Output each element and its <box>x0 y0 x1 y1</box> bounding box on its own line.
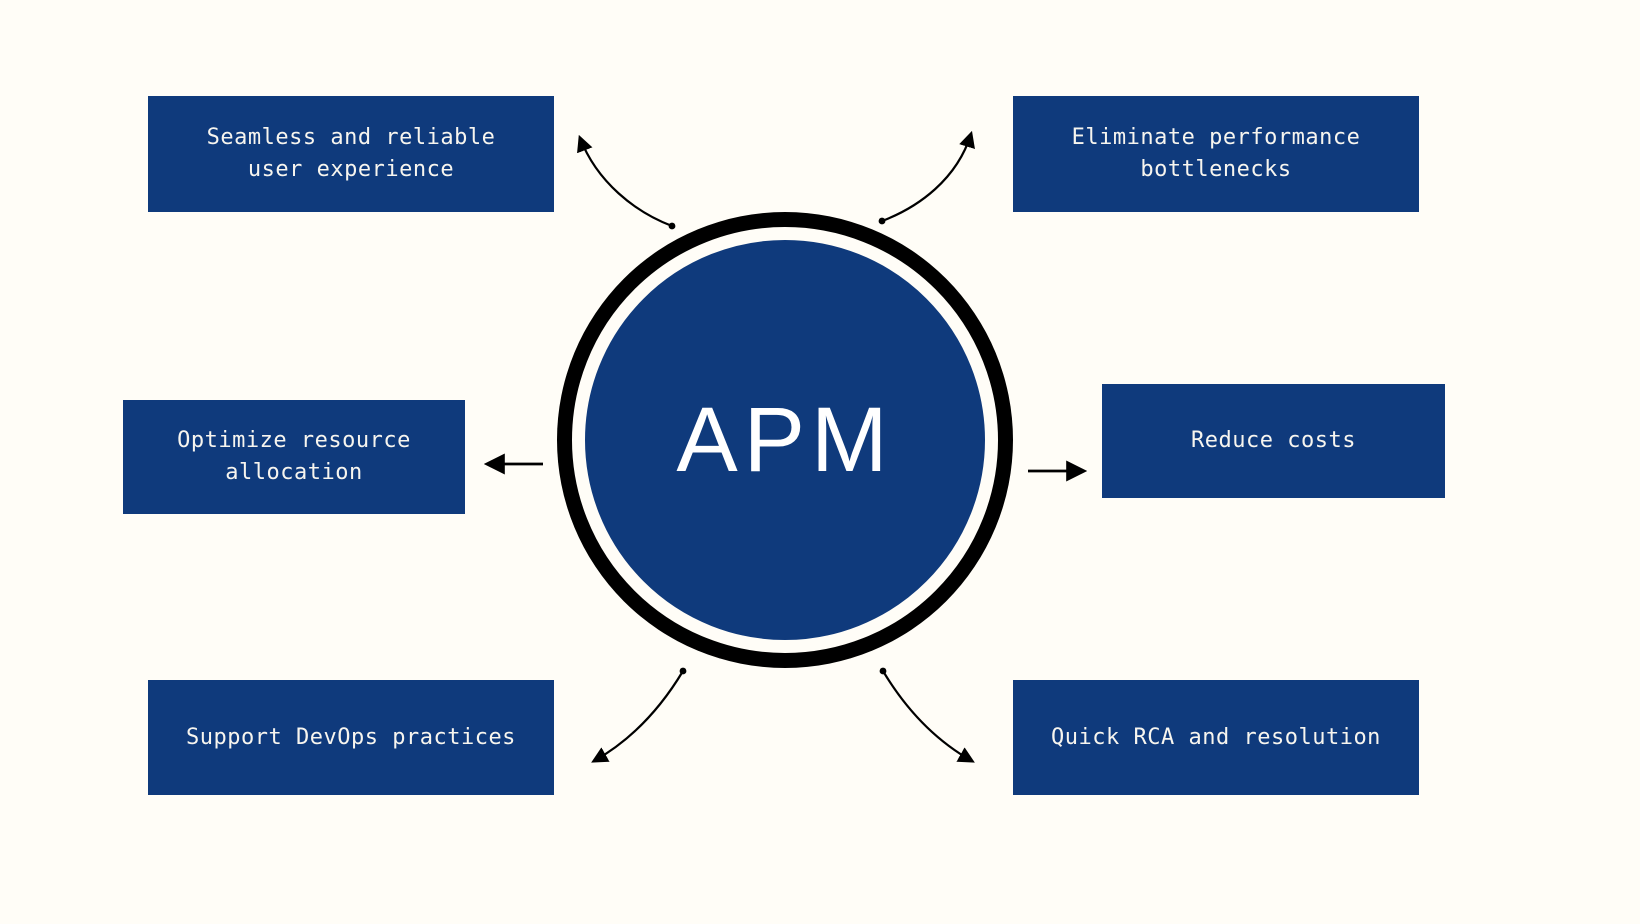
benefit-label: Eliminate performance bottlenecks <box>1071 125 1361 182</box>
connector-dot-top-right <box>878 217 886 225</box>
benefit-label: Seamless and reliable user experience <box>206 125 496 182</box>
connector-dot-bottom-left <box>679 667 687 675</box>
connector-dot-bottom-right <box>879 667 887 675</box>
benefit-box-quick-rca: Quick RCA and resolution <box>1013 680 1419 795</box>
benefit-label: Quick RCA and resolution <box>1051 724 1381 750</box>
apm-center-circle: APM <box>572 227 998 653</box>
benefit-box-reduce-costs: Reduce costs <box>1102 384 1445 498</box>
apm-center-label: APM <box>676 388 894 491</box>
arrow-bottom-left <box>591 670 684 763</box>
benefit-box-eliminate-bottlenecks: Eliminate performance bottlenecks <box>1013 96 1419 212</box>
benefit-label: Support DevOps practices <box>186 724 516 750</box>
benefit-label: Optimize resource allocation <box>177 428 411 485</box>
arrow-top-left <box>577 134 673 228</box>
benefit-box-seamless-user-experience: Seamless and reliable user experience <box>148 96 554 212</box>
connector-dot-top-left <box>668 222 676 230</box>
benefit-box-optimize-resource-allocation: Optimize resource allocation <box>123 400 465 514</box>
arrow-bottom-right <box>882 670 975 763</box>
benefit-label: Reduce costs <box>1191 428 1356 454</box>
arrow-top-right <box>881 130 975 223</box>
benefit-box-support-devops: Support DevOps practices <box>148 680 554 795</box>
